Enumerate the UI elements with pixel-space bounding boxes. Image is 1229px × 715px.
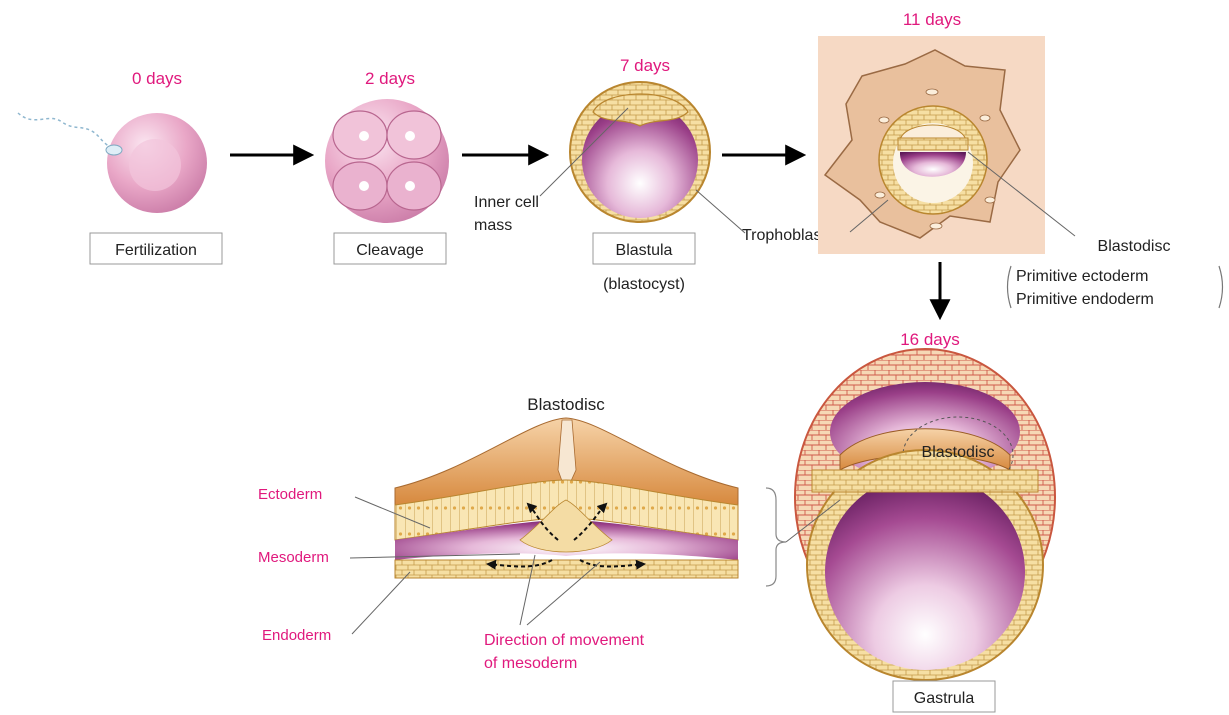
time-label-day0: 0 days — [132, 69, 182, 88]
gastrula-stage: 16 days Blastodisc Gastrula — [795, 330, 1055, 712]
inner-cell-mass-label-1: Inner cell — [474, 194, 539, 211]
blastula-sublabel: (blastocyst) — [603, 276, 685, 293]
blastula-label: Blastula — [616, 242, 673, 259]
direction-label-2: of mesoderm — [484, 655, 577, 672]
cleavage-label: Cleavage — [356, 242, 424, 259]
ectoderm-label: Ectoderm — [258, 486, 322, 503]
mesoderm-label: Mesoderm — [258, 549, 329, 566]
time-label-day16: 16 days — [900, 330, 960, 349]
time-label-day7: 7 days — [620, 56, 670, 75]
endoderm-layer — [395, 560, 738, 578]
trophoblast-leader-blastula — [696, 190, 745, 233]
sperm-tail — [18, 113, 112, 148]
gastrula-yolk-cavity — [825, 474, 1025, 670]
fertilization-stage: 0 days Fertilization — [18, 69, 222, 264]
blastodisc-section-title: Blastodisc — [527, 395, 605, 414]
bracket-right — [1219, 266, 1223, 308]
time-label-day11: 11 days — [903, 10, 961, 29]
endoderm-leader — [352, 572, 410, 634]
primitive-endoderm-label: Primitive endoderm — [1016, 291, 1154, 308]
blastodisc-cross-section: Blastodisc Ectoderm Mesoderm Endoderm Di… — [258, 395, 738, 672]
blastodisc-label-day11: Blastodisc — [1098, 238, 1171, 255]
day11-stage: 11 days Blastodisc Primitive ectoderm Pr… — [818, 10, 1223, 308]
bracket-left — [1008, 266, 1012, 308]
time-label-day2: 2 days — [365, 69, 415, 88]
inner-cell-mass-label-2: mass — [474, 217, 512, 234]
gastrula-label: Gastrula — [914, 690, 975, 707]
cleavage-stage: 2 days Cleavage — [325, 69, 449, 264]
blastula-stage: 7 days Inner cell mass Blastula (blastoc… — [474, 56, 826, 293]
section-brace — [766, 488, 786, 586]
sperm-head — [106, 145, 122, 155]
trophoblast-label: Trophoblast — [742, 227, 826, 244]
primitive-ectoderm-label: Primitive ectoderm — [1016, 268, 1148, 285]
egg-nucleus — [129, 139, 181, 191]
direction-label-1: Direction of movement — [484, 632, 645, 649]
day11-blastodisc — [898, 138, 968, 150]
endoderm-label: Endoderm — [262, 627, 331, 644]
gastrula-mid-band — [812, 470, 1038, 492]
blastodisc-label-gastrula: Blastodisc — [922, 444, 995, 461]
fertilization-label: Fertilization — [115, 242, 197, 259]
